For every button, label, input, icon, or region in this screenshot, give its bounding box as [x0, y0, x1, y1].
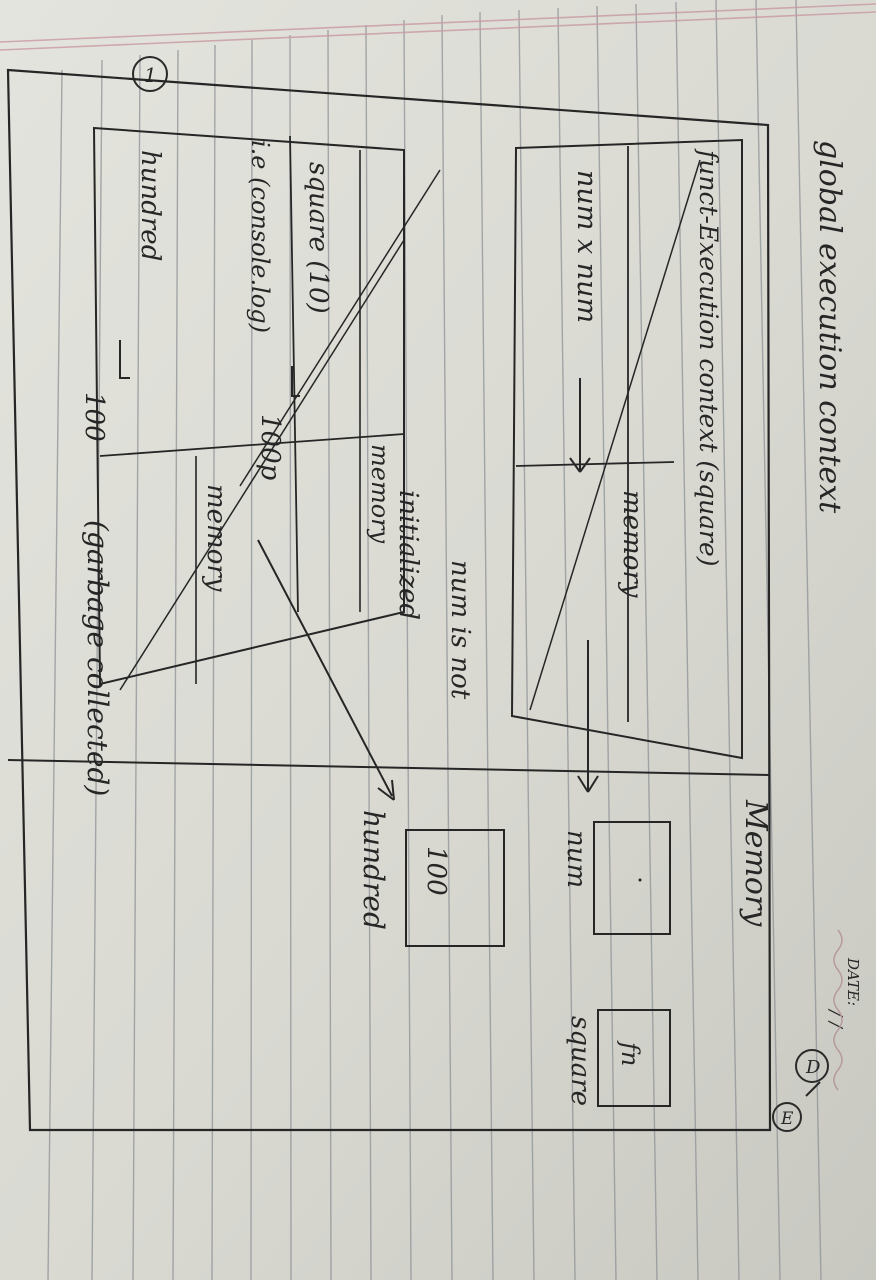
global-context-box: [6, 68, 772, 1132]
result-final-arrow: [119, 340, 130, 379]
circle-d-strike: [805, 1081, 821, 1097]
circle-d-text: D: [805, 1057, 821, 1078]
not-initialized-line-1: num is not: [445, 560, 475, 700]
garbage-note: (garbage collected): [81, 520, 114, 796]
memory-to-num-arrow: [577, 640, 599, 793]
function-context-title: funct-Execution context (square): [694, 148, 723, 567]
global-divider: [7, 759, 771, 776]
global-context-title: global execution context: [812, 140, 847, 514]
main-code-strike-1: [239, 169, 441, 487]
num-box: [593, 821, 671, 935]
date-label: DATE:: [844, 957, 862, 1006]
main-code-line-3: hundred: [135, 150, 165, 261]
main-code-box: [92, 126, 405, 686]
circle-e-mark: [772, 1102, 802, 1132]
global-memory-label: Memory: [738, 799, 773, 927]
not-initialized-line-2: initialized: [393, 490, 423, 620]
function-context-strike: [529, 159, 701, 711]
main-code-line-1: square (10): [303, 162, 333, 314]
hundred-arrow: [257, 539, 395, 801]
function-context-code: num x num: [571, 170, 602, 323]
circle-e-text: E: [780, 1109, 794, 1129]
result-final: 100: [79, 392, 109, 442]
fn-box: [597, 1009, 671, 1107]
square-label: square: [565, 1016, 595, 1106]
main-code-strike-2: [119, 239, 405, 691]
fn-value: fn: [616, 1040, 644, 1066]
num-label: num: [561, 830, 591, 888]
circle-d-mark: [795, 1049, 829, 1083]
date-wave: [833, 929, 843, 1091]
hundred-value: 100: [421, 846, 451, 896]
num-box-dot: [638, 878, 642, 882]
result-100p-arrow: [291, 366, 300, 397]
main-code-line-2: i.e (console.log): [246, 140, 274, 333]
hundred-label: hundred: [357, 810, 390, 930]
margin-lines: [0, 3, 876, 51]
main-code-col-line: [289, 135, 299, 613]
date-value: / /: [825, 1008, 846, 1030]
function-context-memory-label: memory: [617, 490, 647, 598]
result-100p: 100p: [255, 414, 285, 481]
number-1-text: 1: [144, 63, 157, 87]
code-to-memory-arrow: [569, 378, 591, 473]
function-context-col-line: [515, 461, 675, 467]
circle-number-1: [132, 56, 168, 92]
ruled-lines: [47, 0, 822, 1280]
function-context-box: [510, 138, 743, 760]
main-memory-label-2: memory: [201, 484, 231, 592]
main-memory-label-1: memory: [366, 444, 394, 544]
hundred-box: [405, 829, 505, 947]
main-code-row-line: [99, 433, 405, 457]
